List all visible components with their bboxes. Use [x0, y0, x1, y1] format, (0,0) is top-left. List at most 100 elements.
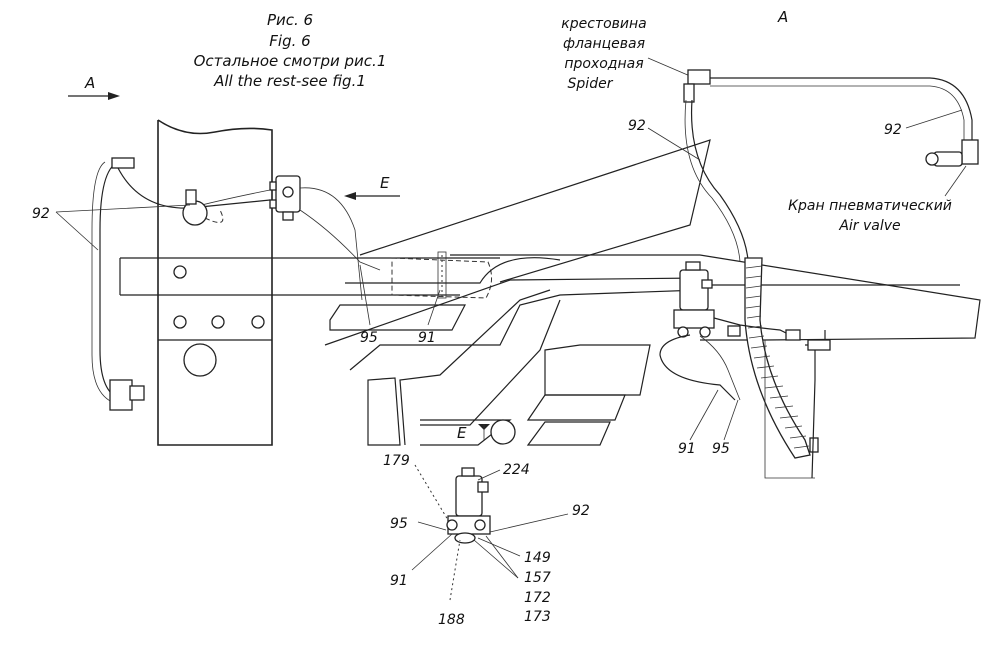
bracket-leg-a: [367, 377, 401, 446]
callout-spider: крестовина фланцевая проходная Spider: [561, 16, 691, 92]
bracket-slot-d: [526, 421, 611, 446]
rivet-hole: [251, 315, 265, 329]
corrugated-hose: [744, 257, 819, 459]
valve-tab-left-a: [269, 181, 277, 191]
pipe-92-upper-2: [710, 85, 965, 140]
dashed-bracket: [391, 257, 492, 299]
bracket-leg-b: [399, 289, 551, 446]
valve-detail-bottom: [411, 464, 569, 601]
valve-base-left: [282, 211, 294, 221]
rivet-hole: [211, 315, 225, 329]
leader-224: [477, 469, 501, 481]
pipe-valve-bottom: [109, 379, 133, 411]
large-hole: [183, 343, 217, 377]
view-e-arrowhead: [344, 192, 356, 200]
air-valve-end: [925, 152, 939, 166]
hole-e-mark: [490, 419, 516, 445]
solenoid-connector-right: [701, 279, 713, 289]
pipe-95-left: [299, 209, 381, 271]
callout-92-left: 92: [32, 206, 50, 222]
callout-188: 188: [438, 612, 465, 628]
spider-fitting: [687, 69, 711, 85]
bracket-right-drop: [764, 340, 815, 479]
pipe-92-left-vertical-2: [91, 161, 113, 403]
callout-bottom: 179 224 95 92 91 149 157 172 173 188: [383, 453, 590, 628]
pipe-from-valve-right: [713, 317, 801, 341]
air-valve-connector: [961, 139, 979, 165]
leader-95-bottom: [417, 521, 447, 531]
bracket-mid-edge: [345, 257, 561, 284]
callout-157: 157: [524, 570, 551, 586]
valve-port-detail-bottom: [454, 532, 476, 544]
callout-92-pipe: 92: [884, 122, 902, 138]
pipework-left: [91, 157, 381, 411]
view-a-arrowhead: [108, 92, 120, 100]
frame-rail-left: [119, 119, 500, 446]
figure-note-ru: Остальное смотри рис.1: [194, 52, 387, 70]
figure-header: Рис. 6 Fig. 6 Остальное смотри рис.1 All…: [194, 11, 387, 90]
valve-port-right-b: [699, 326, 711, 338]
callout-173: 173: [524, 609, 551, 625]
bracket-slot-a: [329, 304, 466, 331]
leader-188: [449, 539, 461, 601]
leader-95-right: [723, 399, 739, 441]
callout-224: 224: [503, 462, 530, 478]
figure-note-en: All the rest-see fig.1: [213, 72, 366, 90]
leader-149: [477, 537, 521, 557]
tee-right: [807, 339, 831, 351]
leader-95-mid: [359, 264, 371, 326]
pipe-92-spider-down: [690, 99, 749, 261]
spider-label-en: Spider: [568, 76, 614, 92]
pipe-95-right: [699, 335, 741, 401]
pipe-fitting-top: [111, 157, 135, 169]
callout-91-bottom: 91: [390, 573, 408, 589]
callout-91-mid: 91: [418, 330, 436, 346]
view-e-label: E: [380, 174, 390, 192]
air-valve-label-ru: Кран пневматический: [788, 198, 952, 214]
leader-92-bottom: [489, 513, 569, 533]
leader-91-mid: [427, 289, 441, 326]
spider-label-line3: проходная: [564, 56, 643, 72]
hose-clip: [809, 437, 819, 453]
leader-92-upper: [647, 127, 701, 161]
clip-right: [727, 325, 741, 337]
callout-92-bottom: 92: [572, 503, 590, 519]
figure-title-ru: Рис. 6: [267, 11, 313, 29]
rivet-hole: [173, 265, 187, 279]
callout-95-bottom: 95: [390, 516, 408, 532]
frame-rail-outline: [157, 119, 273, 446]
bracket-lower-rim: [324, 277, 701, 346]
bracket-step: [349, 289, 701, 371]
callout-172: 172: [524, 590, 551, 606]
view-e-mark-label: E: [457, 424, 467, 442]
callout-91-right: 91: [678, 441, 696, 457]
bolt-outline: [437, 251, 447, 299]
pipe-91-right: [659, 334, 736, 401]
view-a-left-label: A: [84, 74, 95, 92]
leader-91-bottom: [411, 533, 453, 571]
view-a-indicator: A: [68, 74, 120, 100]
callout-right-92: 92 92: [628, 109, 963, 161]
spider-label-line1: крестовина: [561, 16, 646, 32]
valve-assembly-right: [659, 261, 831, 479]
callout-left-92: 92: [32, 204, 191, 251]
leader-157: [473, 539, 519, 579]
valve-port-detail-a: [446, 519, 458, 531]
callout-95-right: 95: [712, 441, 730, 457]
pipe-92-spider-down-2: [684, 99, 741, 263]
callout-mid: 95 91: [359, 264, 441, 346]
pipe-valve-cap: [129, 385, 145, 401]
clip-right-2: [785, 329, 801, 341]
valve-tab-left-b: [269, 199, 277, 209]
clip-dashed: [204, 209, 224, 223]
leader-92-pipe: [905, 109, 963, 129]
callout-179: 179: [383, 453, 410, 469]
leader-92-b: [55, 211, 99, 251]
solenoid-top-detail: [461, 467, 475, 477]
solenoid-top-right: [685, 261, 701, 271]
leader-92-a: [55, 204, 191, 213]
view-e-indicator: E: [344, 174, 400, 200]
leader-91-right: [689, 389, 719, 441]
callout-149: 149: [524, 550, 551, 566]
callout-right-lower: 91 95: [678, 389, 739, 457]
